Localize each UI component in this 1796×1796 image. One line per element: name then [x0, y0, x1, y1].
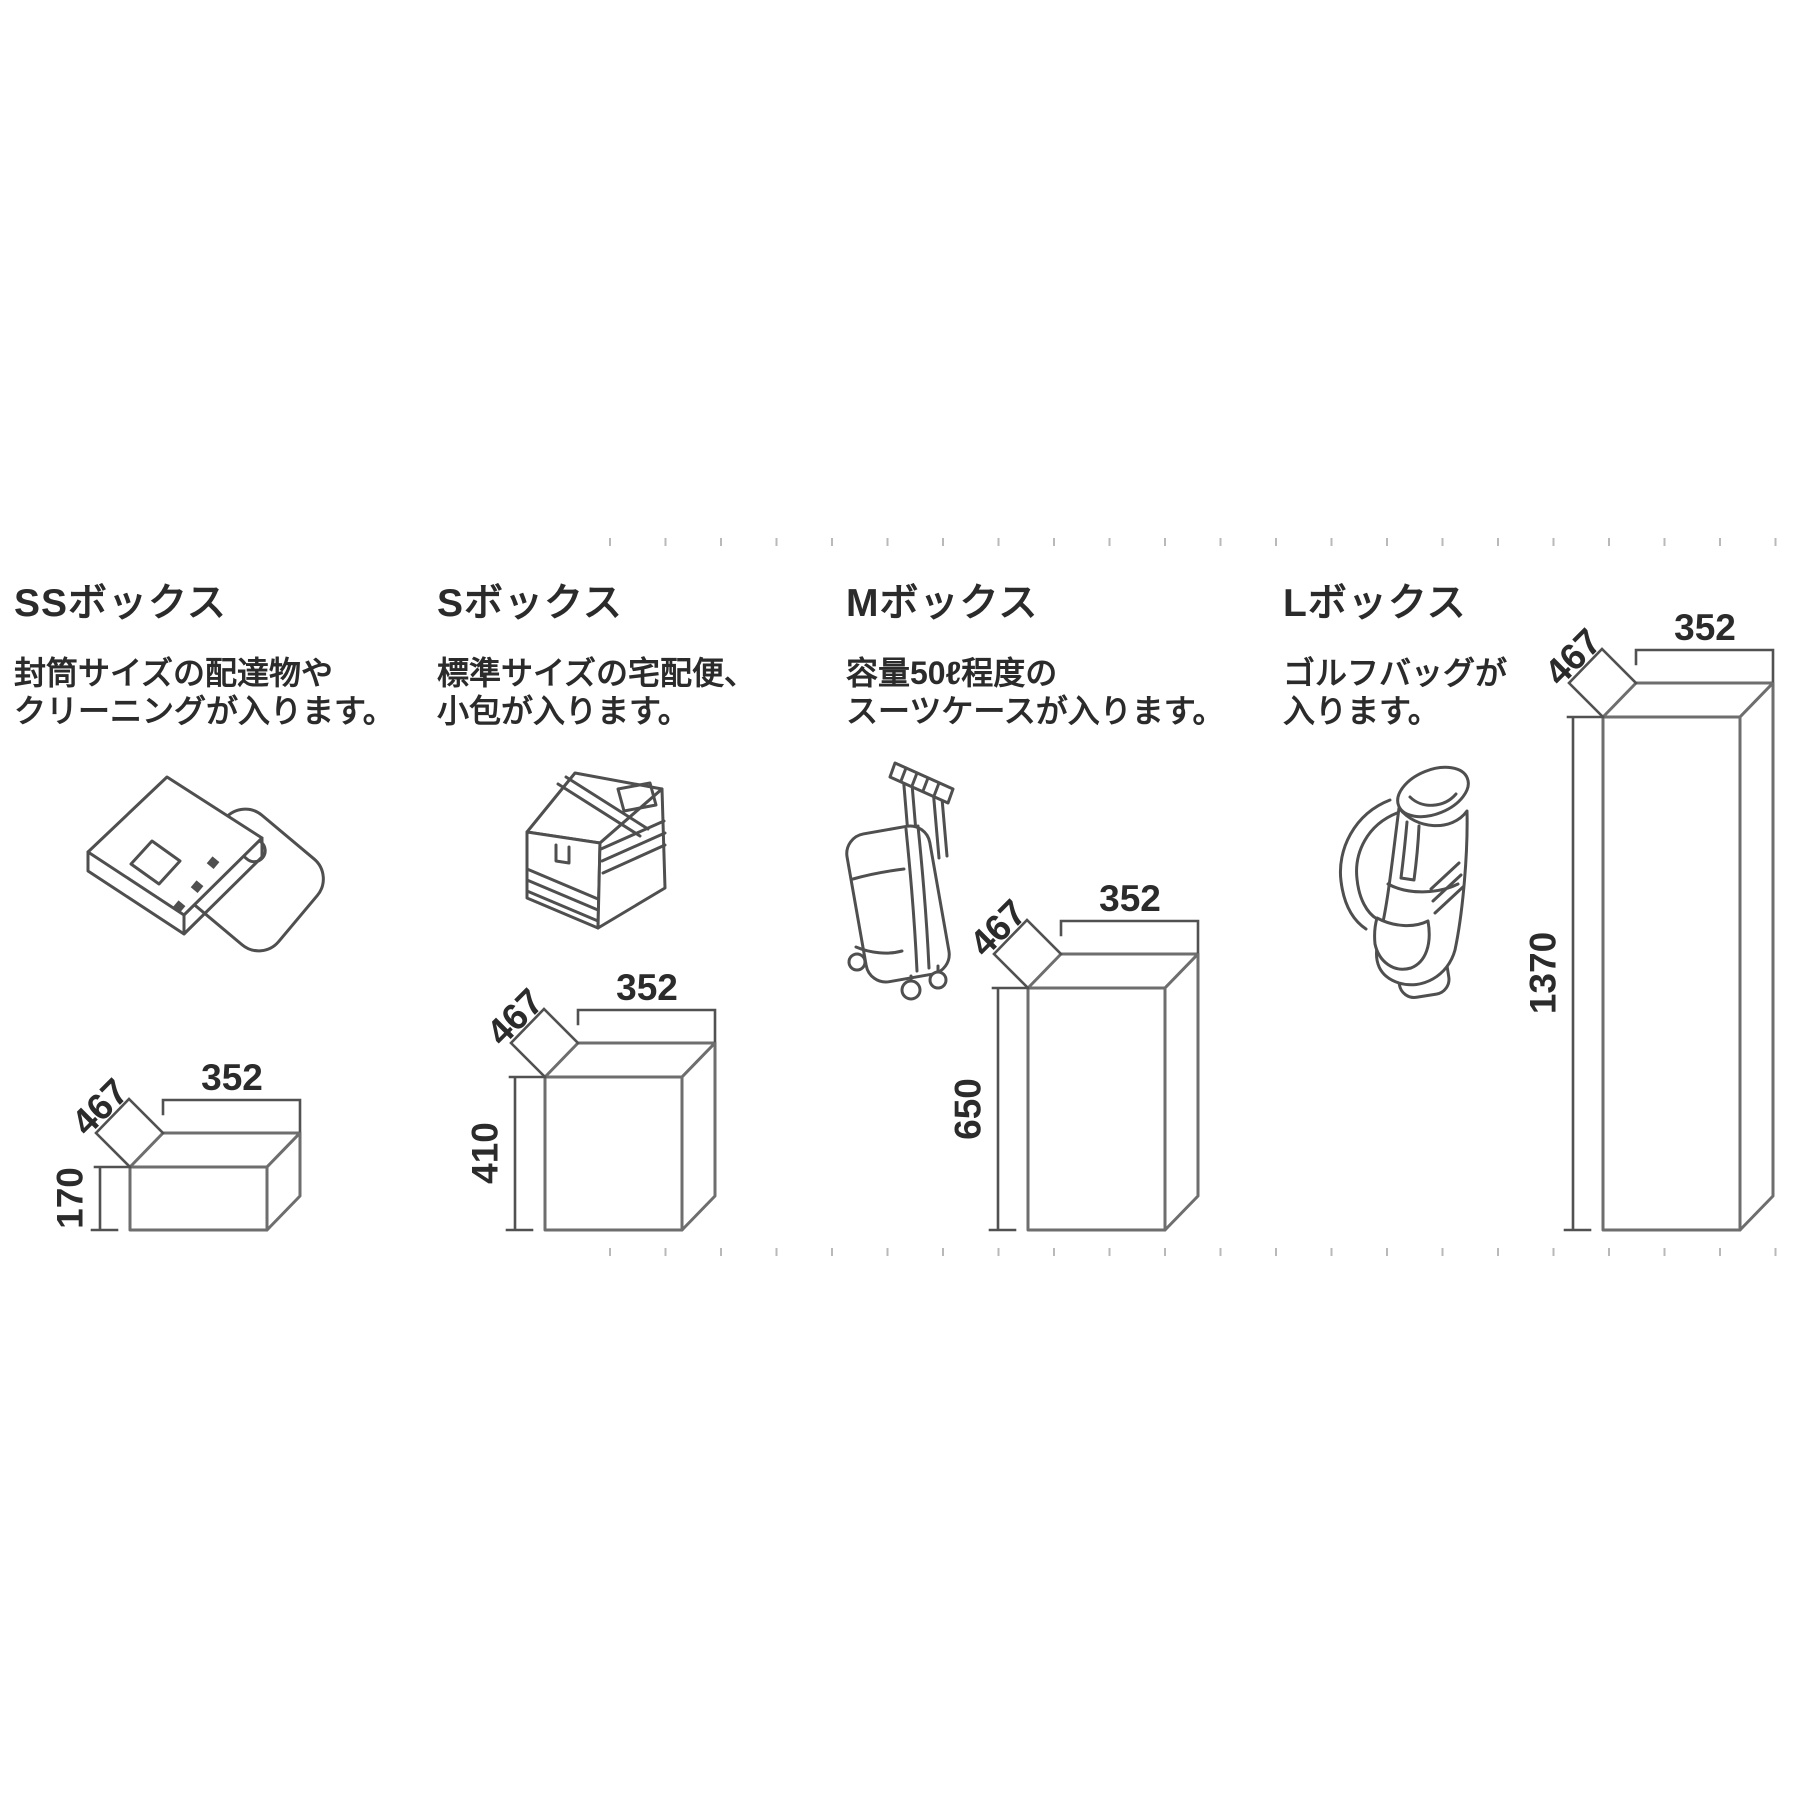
box-description-s: 標準サイズの宅配便、 小包が入ります。	[437, 654, 756, 730]
envelope-and-laundry-bag-icon	[86, 775, 325, 953]
box-description-m: 容量50ℓ程度の スーツケースが入ります。	[846, 654, 1225, 730]
golf-bag-icon	[1338, 765, 1470, 999]
column-m: Mボックス 容量50ℓ程度の スーツケースが入ります。	[846, 572, 1225, 730]
description-line: 容量50ℓ程度の	[846, 655, 1058, 691]
description-line: 標準サイズの宅配便、	[437, 655, 757, 691]
dimension-height-label: 410	[465, 1122, 506, 1184]
dimension-width-label: 352	[616, 967, 678, 1008]
dimension-depth-label: 467	[479, 981, 552, 1054]
box-description-ss: 封筒サイズの配達物や クリーニングが入ります。	[14, 654, 395, 730]
description-line: クリーニングが入ります。	[14, 693, 395, 729]
box-title-ss: SSボックス	[14, 582, 227, 625]
box-title-l: Lボックス	[1283, 582, 1467, 625]
dimension-drawing-ss: 352 467 170	[50, 1057, 302, 1232]
dimension-width-label: 352	[201, 1057, 263, 1098]
column-ss: SSボックス 封筒サイズの配達物や クリーニングが入ります。	[14, 572, 395, 730]
dimension-drawing-m: 352 467 650	[948, 878, 1200, 1232]
dimension-width-label: 352	[1099, 878, 1161, 919]
description-line: 入ります。	[1283, 693, 1440, 729]
dimension-depth-label: 467	[1537, 621, 1610, 694]
dimension-height-label: 1370	[1523, 932, 1564, 1014]
description-line: 小包が入ります。	[437, 693, 690, 729]
dimension-depth-label: 467	[64, 1071, 137, 1144]
description-line: ゴルフバッグが	[1283, 655, 1508, 691]
dimension-height-label: 650	[948, 1078, 989, 1140]
box-description-l: ゴルフバッグが 入ります。	[1283, 654, 1507, 730]
dimension-height-label: 170	[50, 1167, 91, 1229]
description-line: スーツケースが入ります。	[846, 693, 1225, 729]
dimension-drawing-l: 352 467 1370	[1523, 607, 1775, 1232]
box-title-s: Sボックス	[437, 582, 623, 625]
dimension-depth-label: 467	[962, 892, 1035, 965]
suitcase-icon	[845, 761, 955, 1001]
dimension-drawing-s: 352 467 410	[465, 967, 717, 1232]
box-title-m: Mボックス	[846, 582, 1039, 625]
dimension-width-label: 352	[1674, 607, 1736, 648]
column-s: Sボックス 標準サイズの宅配便、 小包が入ります。	[437, 572, 756, 730]
description-line: 封筒サイズの配達物や	[14, 655, 334, 691]
parcel-box-icon	[525, 771, 667, 930]
column-l: Lボックス ゴルフバッグが 入ります。	[1283, 572, 1507, 730]
